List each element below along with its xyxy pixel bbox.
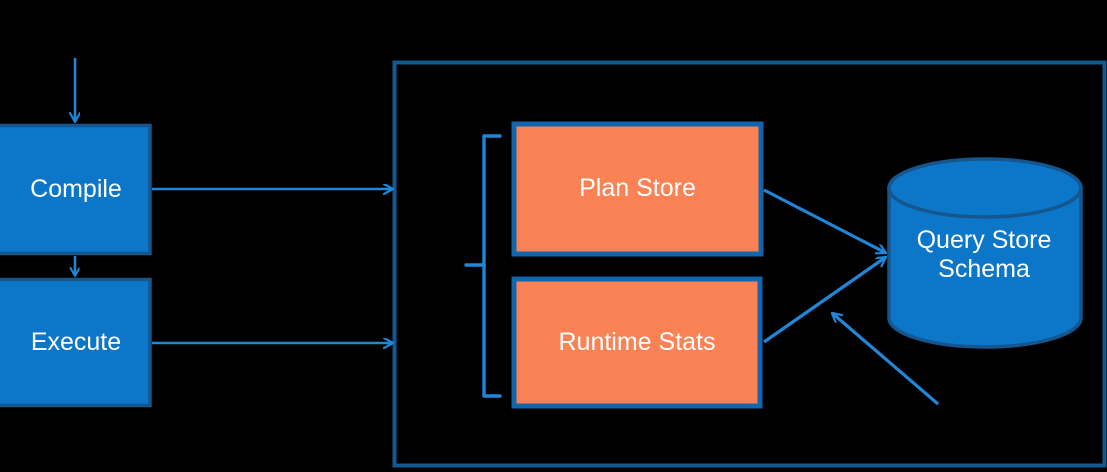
plan-store-box[interactable] bbox=[511, 121, 764, 257]
runtime-stats-box[interactable] bbox=[511, 276, 763, 409]
compile-box[interactable] bbox=[0, 123, 152, 256]
execute-box[interactable] bbox=[0, 277, 152, 408]
query-store-container-rect bbox=[392, 60, 1107, 468]
arrow-runtime-stats-to-schema bbox=[763, 255, 886, 344]
arrow-external-to-schema bbox=[832, 311, 940, 406]
arrow-plan-store-to-schema bbox=[763, 188, 886, 255]
grouping-brace bbox=[464, 134, 502, 398]
query-store-schema-cylinder[interactable] bbox=[887, 157, 1083, 349]
